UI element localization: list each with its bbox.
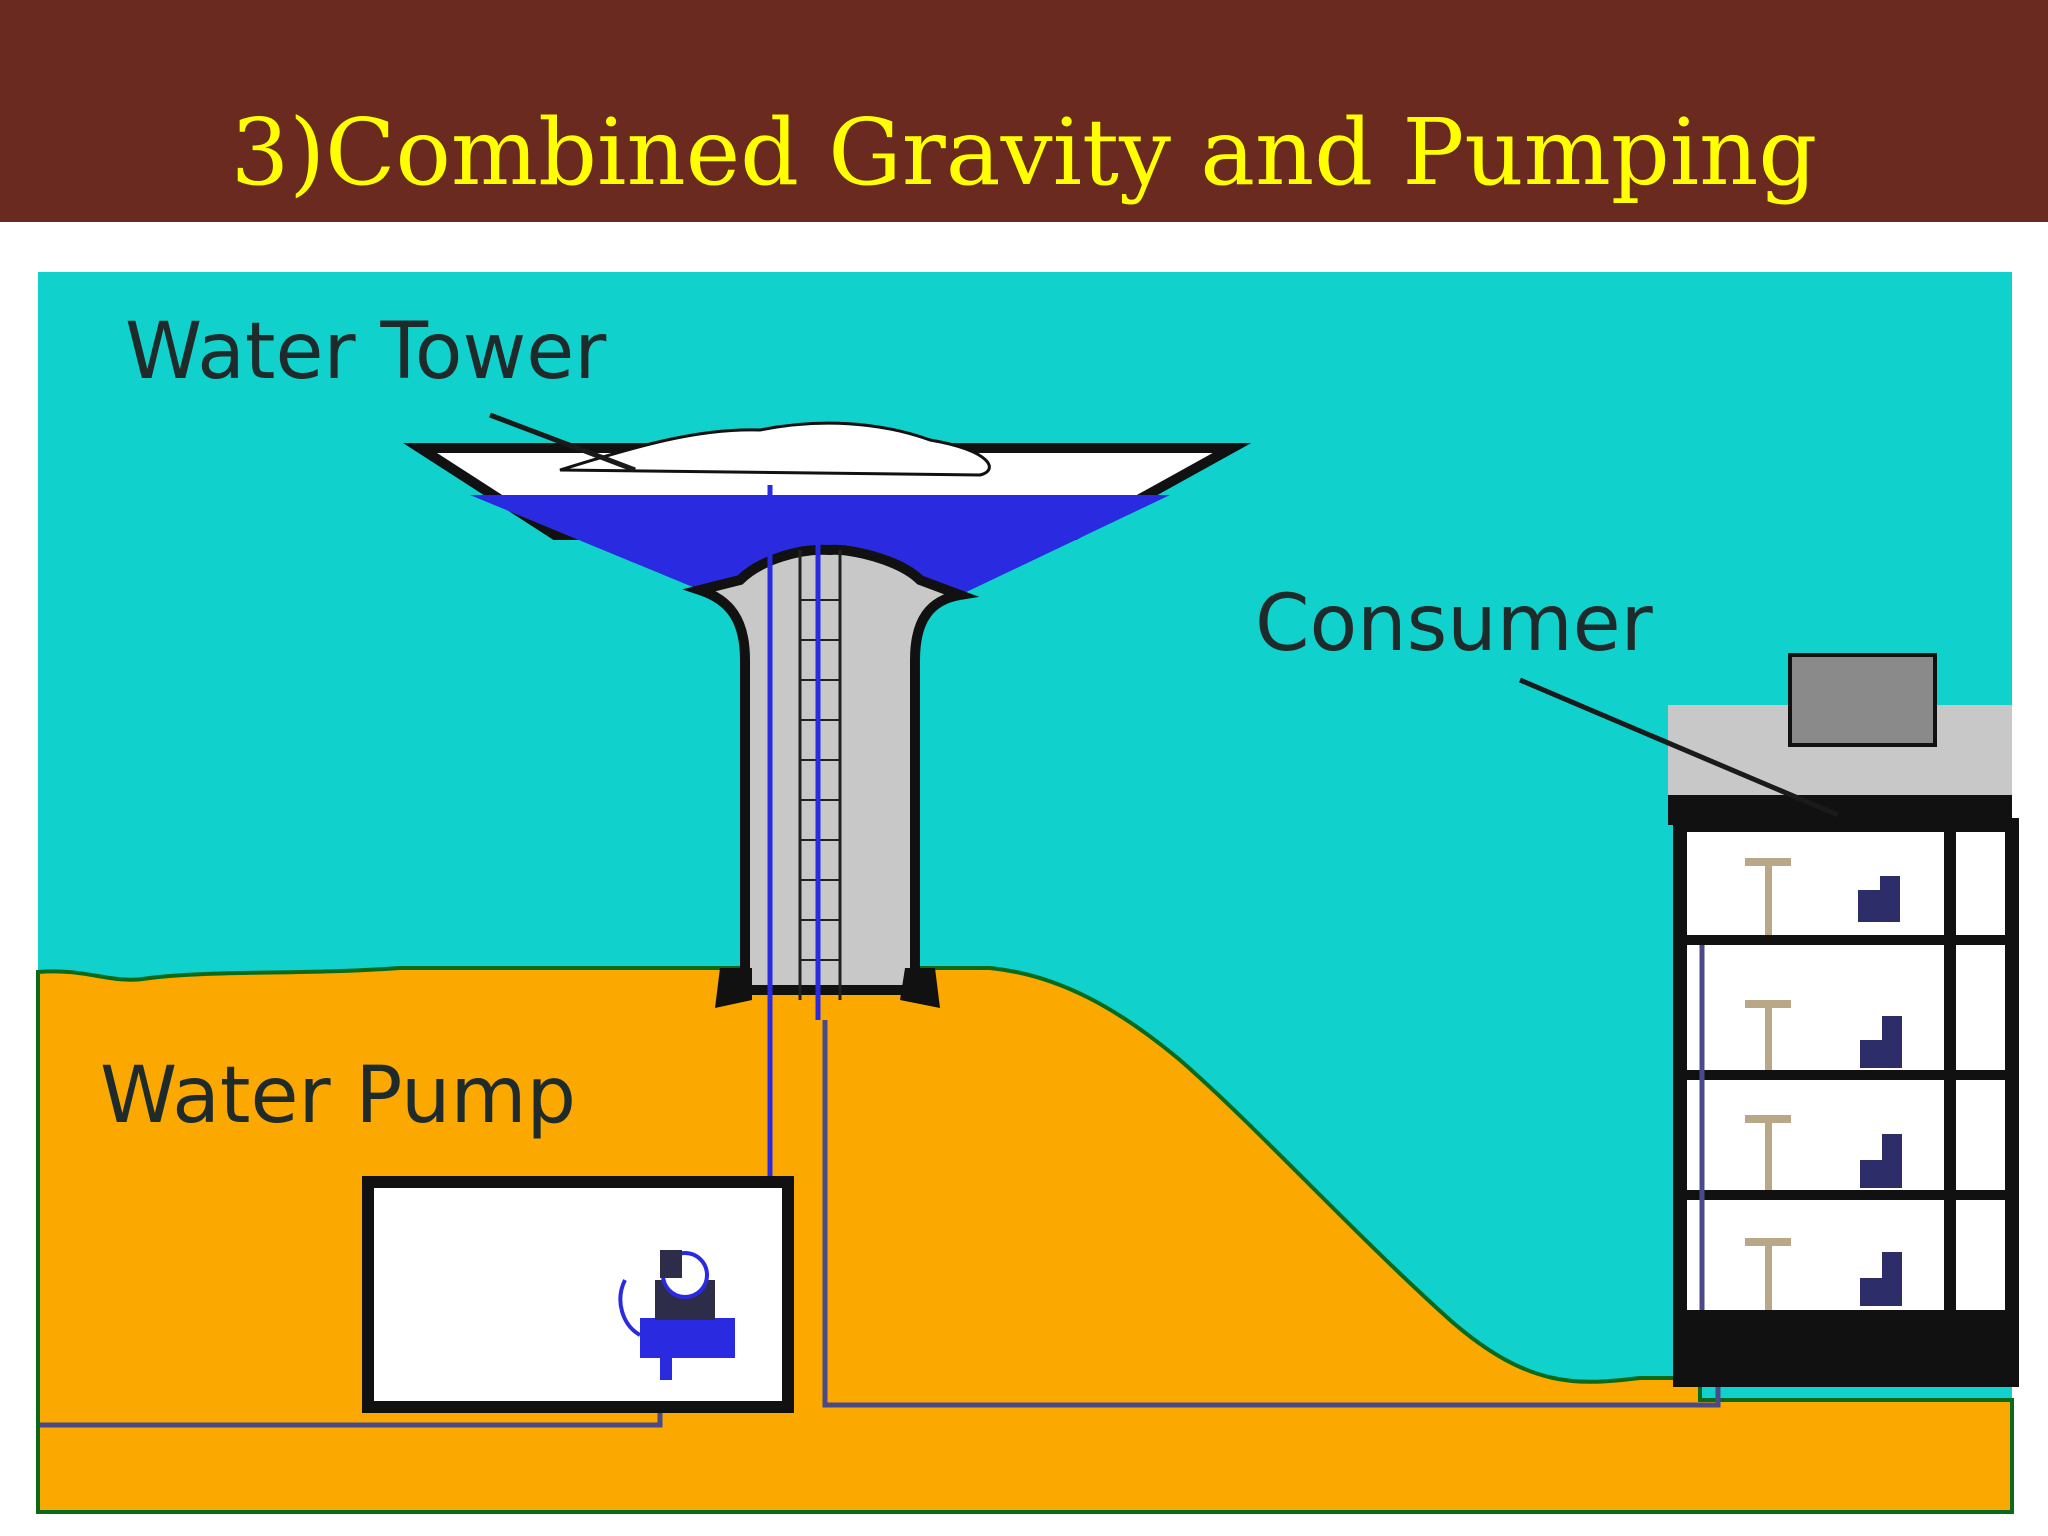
consumer-label: Consumer [1255,579,1654,669]
water-tower-pointer [489,412,636,473]
pump-house [362,1176,794,1413]
title-bar [0,0,2048,222]
pump-icon [618,1250,735,1380]
shower-icon [1745,858,1791,1310]
gravity-pumping-diagram: Water Tower Consumer Water Pump [36,272,2019,1514]
consumer-building [1668,653,2019,1387]
toilet-icon [1858,876,1902,1306]
water-tower-label: Water Tower [125,307,607,397]
water-pump-label: Water Pump [100,1051,576,1141]
consumer-pointer [1519,677,1839,818]
slide-title: 3)Combined Gravity and Pumping [230,99,1818,206]
